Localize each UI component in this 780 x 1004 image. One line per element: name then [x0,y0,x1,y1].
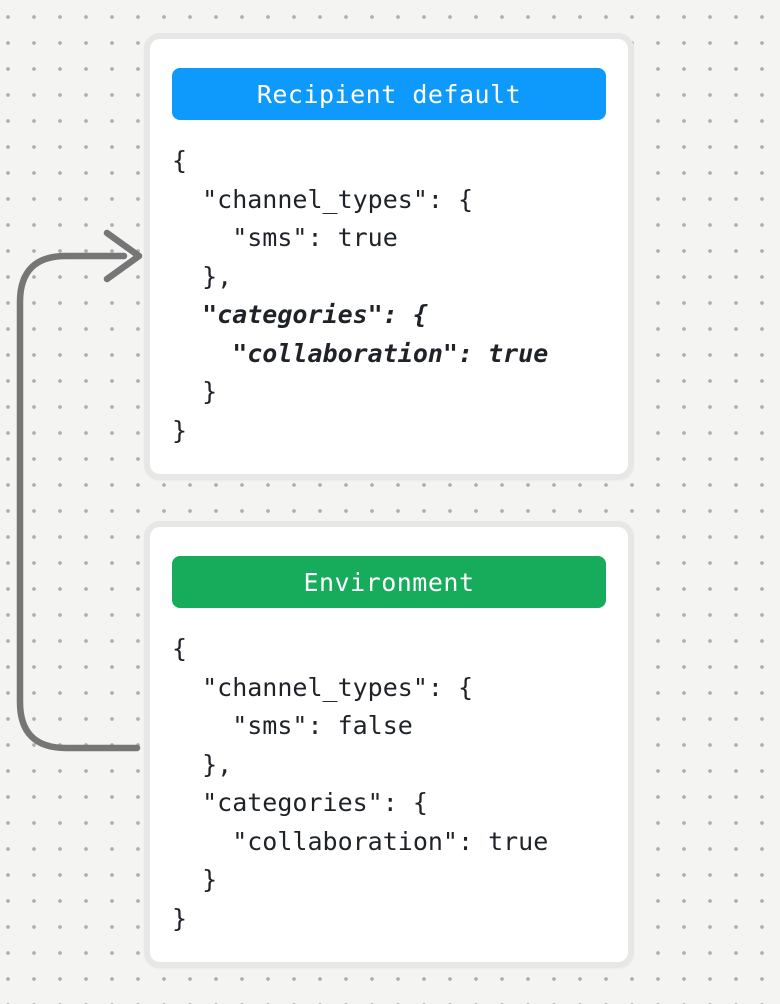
code-line: "categories": { [172,788,428,817]
code-line: { [172,634,188,663]
code-line: "sms": false [172,711,413,740]
code-line: "categories": { [172,300,428,329]
code-line: } [172,903,188,933]
recipient-default-card: Recipient default { "channel_types": { "… [144,33,634,480]
environment-card: Environment { "channel_types": { "sms": … [144,521,634,968]
environment-json-code: { "channel_types": { "sms": false }, "ca… [172,630,606,938]
code-line: "collaboration": true [172,826,549,856]
code-line: } [172,415,188,445]
recipient-default-header: Recipient default [172,68,606,120]
code-line: } [172,865,218,894]
code-line: "collaboration": true [172,338,549,368]
code-line: "channel_types": { [172,184,474,214]
flow-arrow-head-icon [103,229,143,283]
code-line: "sms": true [172,223,398,252]
code-line: { [172,146,188,175]
flow-arrow-line [16,252,141,752]
code-line: "channel_types": { [172,672,474,702]
code-line: }, [172,749,233,779]
code-line: } [172,377,218,406]
environment-header: Environment [172,556,606,608]
code-line: }, [172,261,233,291]
recipient-default-json-code: { "channel_types": { "sms": true }, "cat… [172,142,606,450]
